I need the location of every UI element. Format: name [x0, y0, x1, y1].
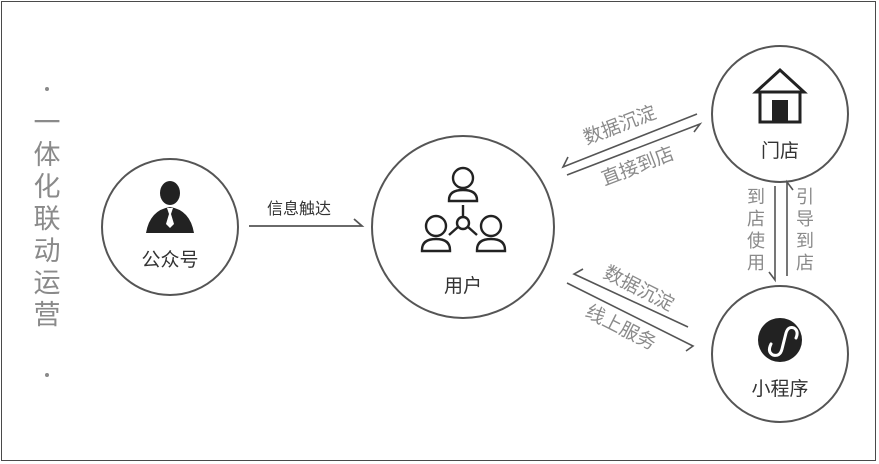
- side-dot-top: [45, 87, 49, 91]
- edge-user-store: [561, 113, 703, 176]
- side-title: 一体化联动运营: [34, 108, 61, 331]
- node-store: 门店: [711, 45, 849, 183]
- edge-store-mini: [768, 179, 794, 283]
- node-label-store: 门店: [761, 140, 799, 162]
- side-dot-bottom: [45, 373, 49, 377]
- edge-user-mini: [566, 268, 695, 352]
- house-icon: [752, 67, 808, 124]
- node-official-account: 公众号: [101, 158, 239, 296]
- user-network-icon: [420, 166, 507, 253]
- node-mini-program: 小程序: [711, 285, 849, 423]
- edge-reach: 信息触达: [249, 199, 365, 227]
- node-label-user: 用户: [444, 275, 482, 297]
- node-user: 用户: [371, 135, 555, 319]
- node-label-mini-program: 小程序: [751, 378, 808, 400]
- edge-label-vertical-left: 到店使用: [747, 187, 765, 274]
- node-label-official-account: 公众号: [141, 249, 198, 271]
- edge-label-reach: 信息触达: [267, 199, 331, 218]
- edge-label-vertical-right: 引导到店: [796, 187, 814, 274]
- mini-program-icon: [758, 318, 802, 362]
- edge-label-top-upper: 数据沉淀: [580, 102, 659, 150]
- edge-label-bottom-upper: 数据沉淀: [600, 262, 678, 316]
- edge-label-top-lower: 直接到店: [598, 143, 677, 191]
- person-icon: [146, 181, 194, 233]
